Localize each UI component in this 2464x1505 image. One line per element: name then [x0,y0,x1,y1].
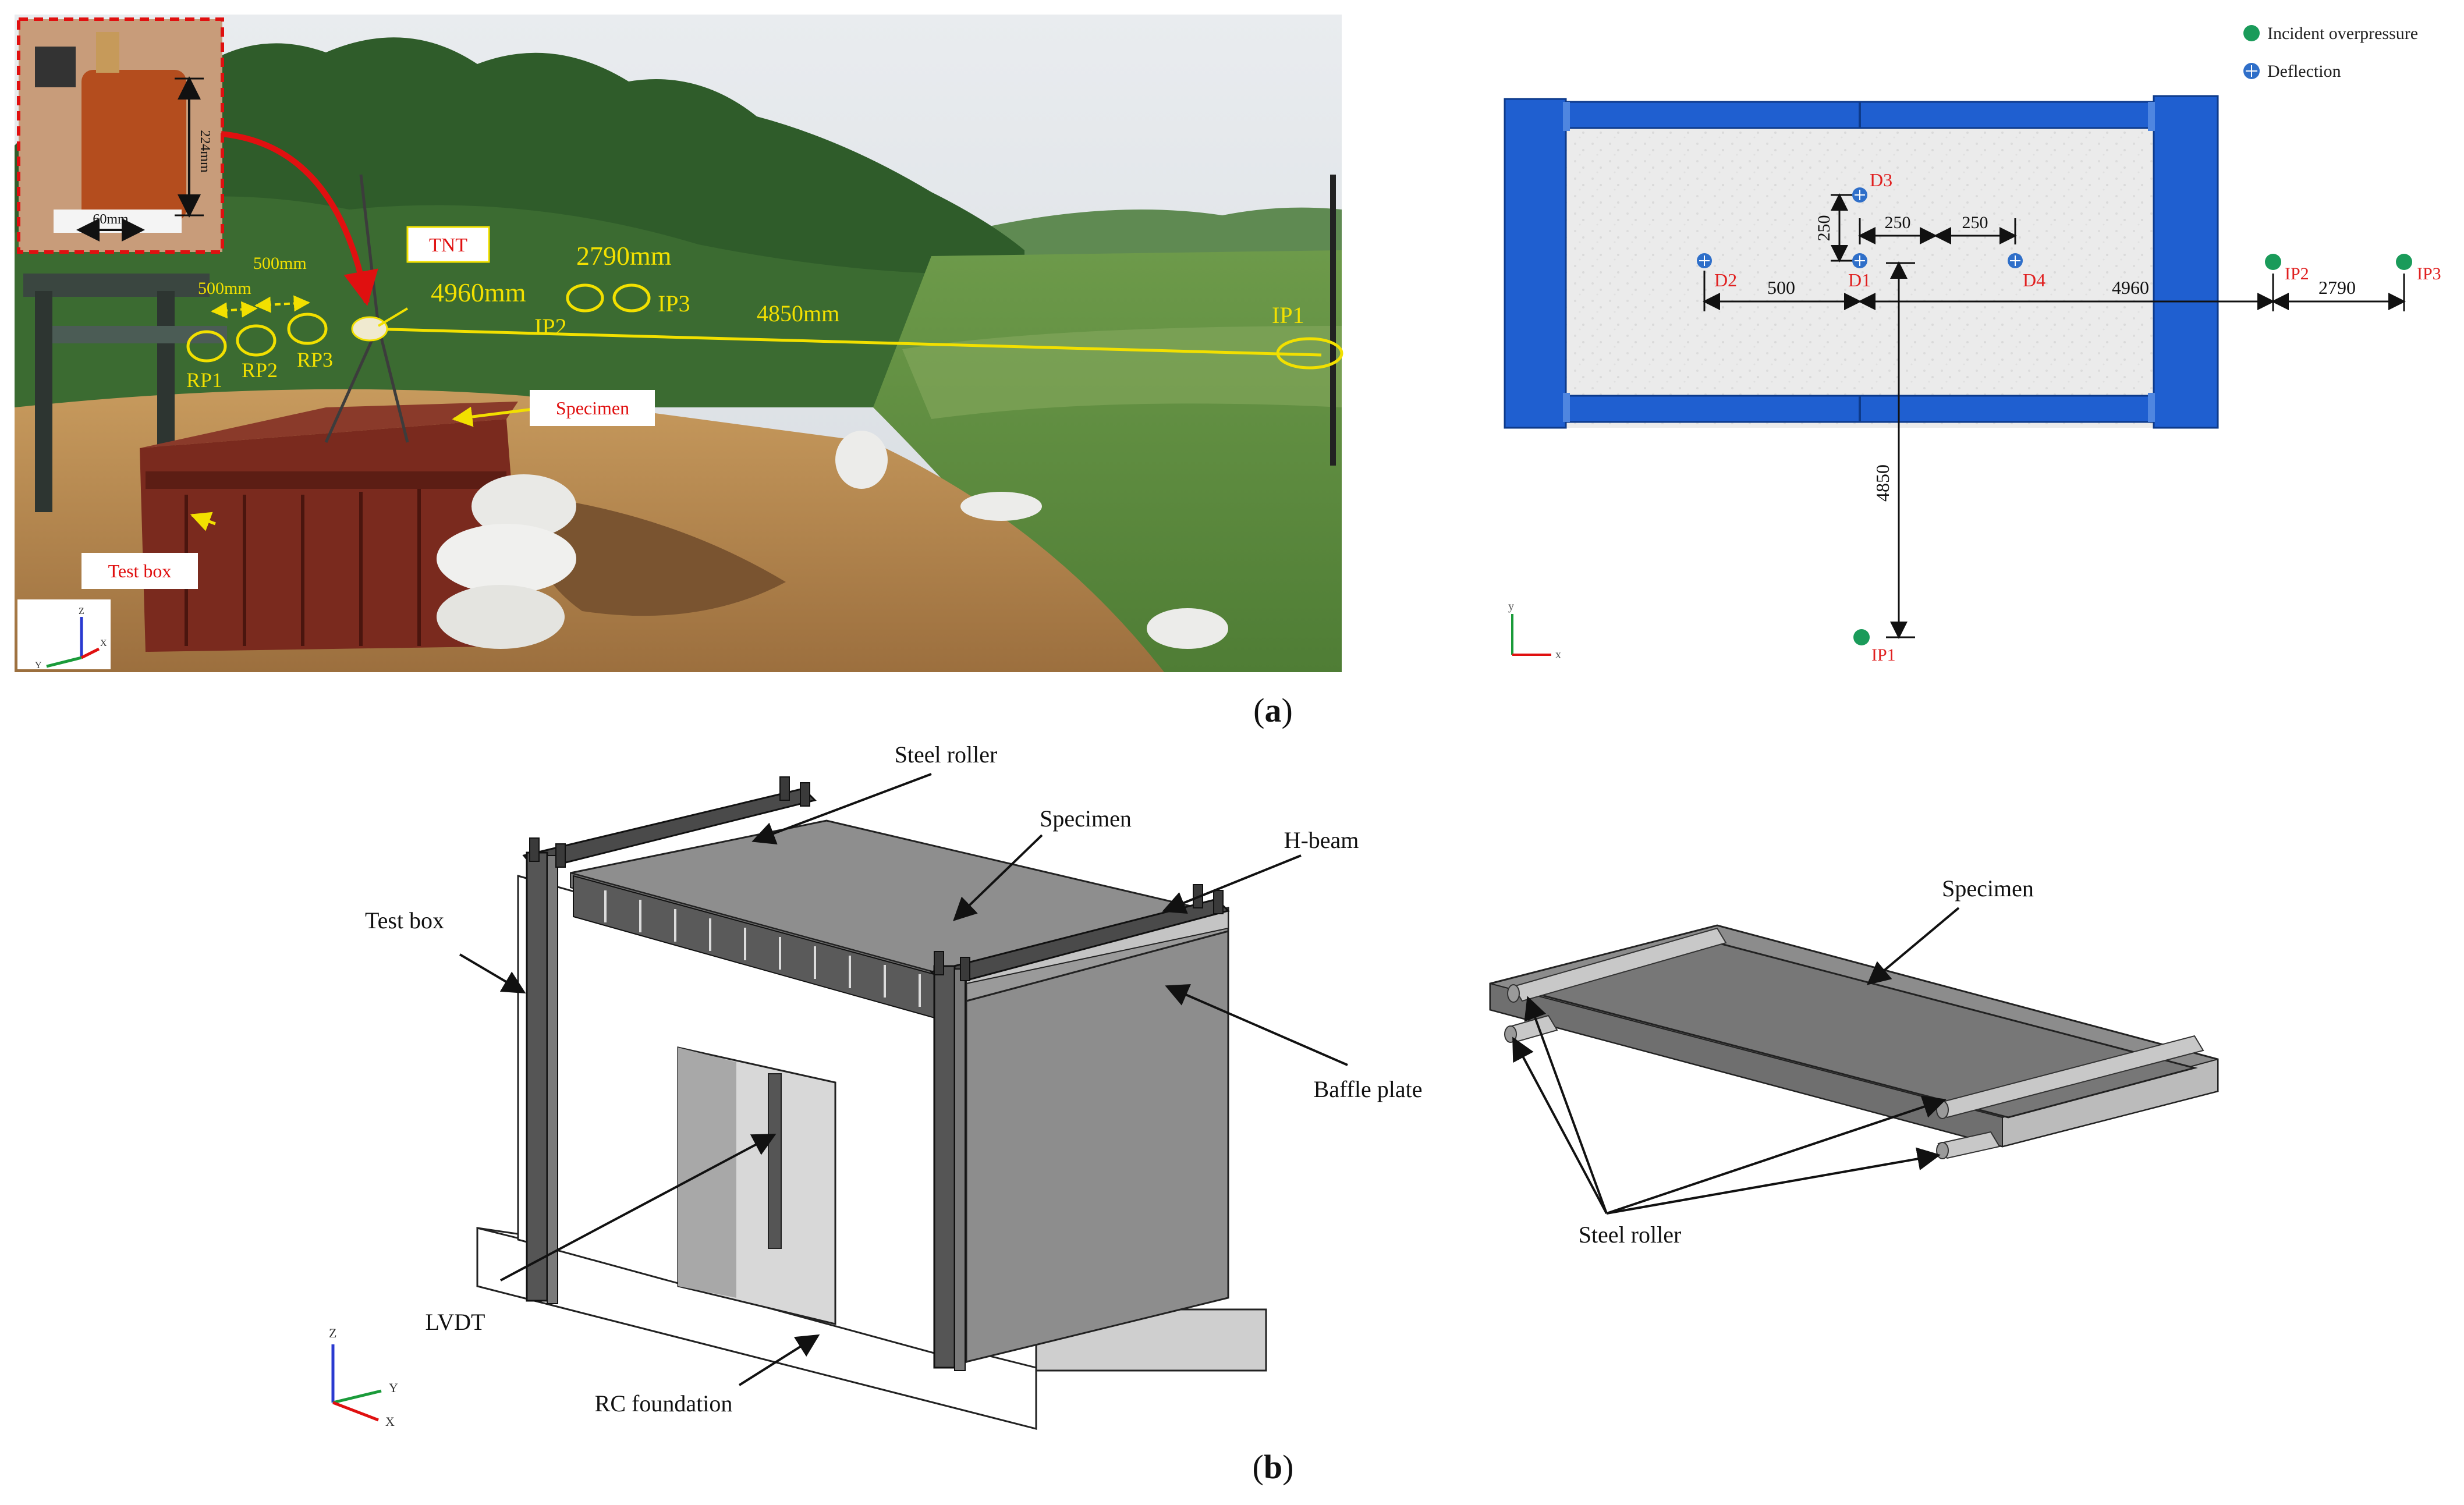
photo-dim-4850: 4850mm [757,300,839,326]
deflection-point-d1 [1852,253,1867,268]
photo-ip1: IP1 [1272,302,1304,328]
legend-marker-deflection [2243,63,2260,79]
plan-axis-y: y [1508,600,1514,613]
label-steel-roller: Steel roller [895,741,998,768]
legend-marker-overpressure [2243,25,2260,41]
photo-ip2: IP2 [534,314,567,340]
test-setup-3d [476,776,1267,1430]
legend-label-overpressure: Incident overpressure [2267,24,2418,43]
label-test-box: Test box [365,907,444,933]
photo-specimen-callout: Specimen [530,390,655,426]
setup-leader-lines [459,773,1348,1386]
plan-dim-500: 500 [1767,277,1795,298]
plan-points [1697,187,2412,645]
panel-b-caption: (b) [1253,1448,1294,1486]
plan-label-ip3: IP3 [2417,264,2441,283]
plan-dim-2790: 2790 [2318,277,2356,298]
overpressure-point-ip2 [2265,254,2281,270]
plan-dim-250-a: 250 [1885,213,1911,232]
specimen-rollers-3d [1489,924,2219,1159]
plan-label-d1: D1 [1848,269,1871,290]
tnt-inset: 224mm 60mm [17,17,224,254]
deflection-point-d3 [1852,187,1867,203]
panel-a-caption: (a) [1253,691,1293,729]
photo-tnt-label: TNT [429,235,467,256]
photo-ip3: IP3 [658,290,690,317]
label-specimen-right: Specimen [1942,875,2034,901]
photo-rp2: RP2 [242,358,278,382]
plan-dim-4960: 4960 [2112,277,2149,298]
plan-label-ip2: IP2 [2285,264,2309,283]
photo-axis-z: Z [79,606,84,616]
photo-annotations [186,283,1343,531]
photo-rp3: RP3 [297,348,333,371]
label-steel-roller-right: Steel roller [1579,1222,1682,1248]
setup-axis-y: Y [389,1380,398,1395]
label-baffle-plate: Baffle plate [1314,1076,1423,1102]
dim-60-label: 60mm [93,212,129,227]
photo-testbox-label: Test box [108,560,172,581]
plan-dim-250-b: 250 [1962,213,1988,232]
plan-label-d3: D3 [1870,169,1892,190]
setup-axis-x: X [385,1414,395,1429]
setup-axis-z: Z [329,1326,336,1340]
overpressure-point-ip3 [2396,254,2412,270]
plan-label-d2: D2 [1714,269,1737,290]
photo-specimen-label: Specimen [556,397,629,418]
plan-dimensions [1703,193,2406,639]
plan-dim-250-vertical: 250 [1814,215,1834,242]
field-photo [15,15,1342,672]
photo-rp1: RP1 [186,368,222,392]
deflection-point-d4 [2008,253,2023,268]
photo-tnt-callout: TNT [406,226,490,263]
panel-a-letter: a [1265,691,1282,729]
plan-label-d4: D4 [2023,269,2045,290]
inset-pointer-arrow [221,131,378,306]
overpressure-point-ip1 [1853,629,1870,645]
panel-b-letter: b [1264,1448,1282,1486]
label-h-beam: H-beam [1284,827,1359,853]
setup-axis-triad: Z Y X [329,1326,398,1429]
photo-axis-x: X [100,638,107,648]
photo-axis-y: Y [35,661,42,670]
specimen-leader-lines [1512,907,1960,1215]
plan-legend: Incident overpressure Deflection [2243,24,2418,81]
photo-testbox-callout: Test box [81,553,198,589]
plan-dim-4850: 4850 [1872,464,1893,502]
label-rc-foundation: RC foundation [595,1390,733,1417]
photo-dim-500b: 500mm [253,254,307,273]
deflection-point-d2 [1697,253,1712,268]
photo-axis-triad: Z Y X [17,599,111,670]
legend-label-deflection: Deflection [2267,62,2341,81]
label-lvdt: LVDT [426,1309,485,1335]
label-specimen: Specimen [1040,805,1132,832]
plan-axis-x: x [1555,648,1561,661]
photo-dim-500a: 500mm [198,279,251,298]
plan-label-ip1: IP1 [1871,645,1896,665]
dim-224-label: 224mm [197,130,212,173]
plan-axis-triad: y x [1508,600,1561,661]
photo-dim-4960: 4960mm [431,278,526,307]
photo-dim-2790: 2790mm [576,241,672,271]
